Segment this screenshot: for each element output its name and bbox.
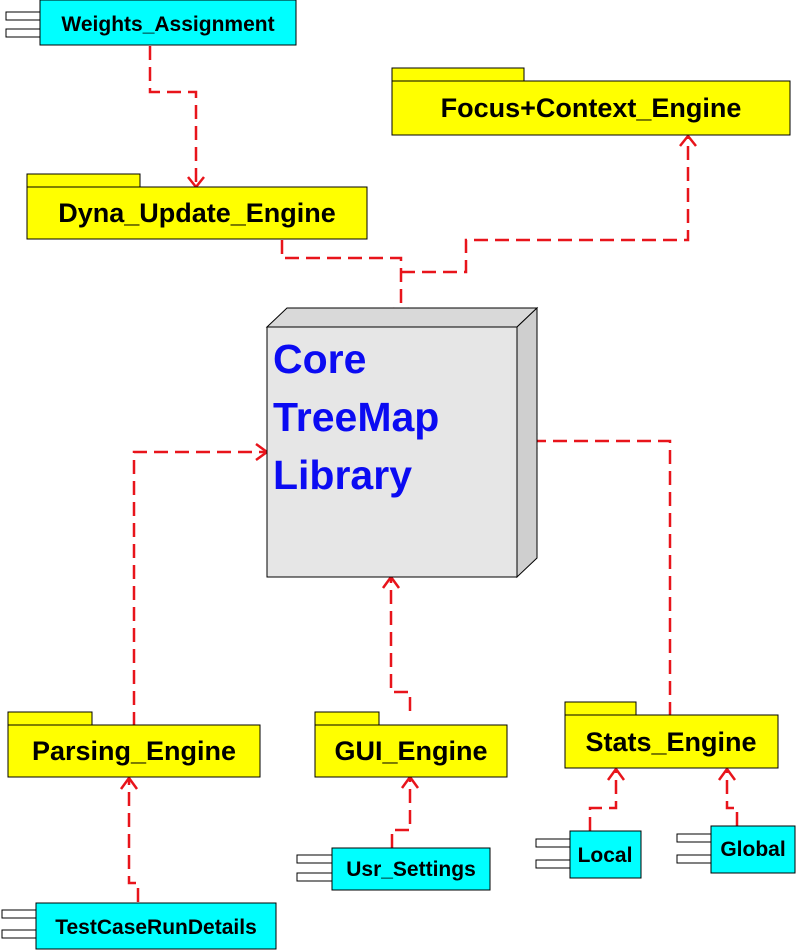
package-gui-engine: GUI_Engine xyxy=(314,711,508,778)
package-dyna-update-engine: Dyna_Update_Engine xyxy=(26,173,368,240)
node-top-face xyxy=(265,307,539,328)
core-label-line-1: Core xyxy=(273,336,366,382)
component-label: Global xyxy=(720,838,785,861)
component-local: Local xyxy=(535,830,642,879)
component-label: Weights_Assignment xyxy=(61,13,274,36)
package-stats-engine: Stats_Engine xyxy=(564,701,779,769)
package-label: Dyna_Update_Engine xyxy=(58,198,336,228)
package-label: GUI_Engine xyxy=(334,736,487,766)
connector-local-to-stats xyxy=(588,766,626,831)
connector-testcase-to-parsing xyxy=(119,775,140,902)
component-label: TestCaseRunDetails xyxy=(55,916,257,939)
node-front-face xyxy=(266,326,518,578)
package-label: Parsing_Engine xyxy=(32,736,236,766)
connector-stats-to-core xyxy=(523,431,672,716)
core-label-line-3: Library xyxy=(273,452,412,498)
component-global: Global xyxy=(676,825,796,874)
component-testcase-run-details: TestCaseRunDetails xyxy=(1,902,277,950)
package-parsing-engine: Parsing_Engine xyxy=(7,711,261,778)
connector-core-to-focus xyxy=(401,133,697,274)
connector-gui-to-core xyxy=(381,574,412,711)
core-treemap-library-node: Core TreeMap Library xyxy=(265,306,539,579)
package-label: Focus+Context_Engine xyxy=(441,93,742,123)
component-usr-settings: Usr_Settings xyxy=(296,847,491,891)
component-label: Local xyxy=(578,844,633,867)
core-label-line-2: TreeMap xyxy=(273,394,439,440)
connector-weights-to-dyna xyxy=(148,46,205,190)
component-label: Usr_Settings xyxy=(346,858,476,881)
node-side-face xyxy=(516,306,538,579)
connector-global-to-stats xyxy=(717,766,739,826)
package-label: Stats_Engine xyxy=(585,727,756,757)
connector-dyna-to-core xyxy=(280,240,410,321)
connector-parsing-to-core xyxy=(132,442,270,726)
package-focus-context-engine: Focus+Context_Engine xyxy=(391,67,791,136)
component-weights-assignment: Weights_Assignment xyxy=(5,0,297,46)
connector-usrsettings-to-gui xyxy=(390,774,420,848)
